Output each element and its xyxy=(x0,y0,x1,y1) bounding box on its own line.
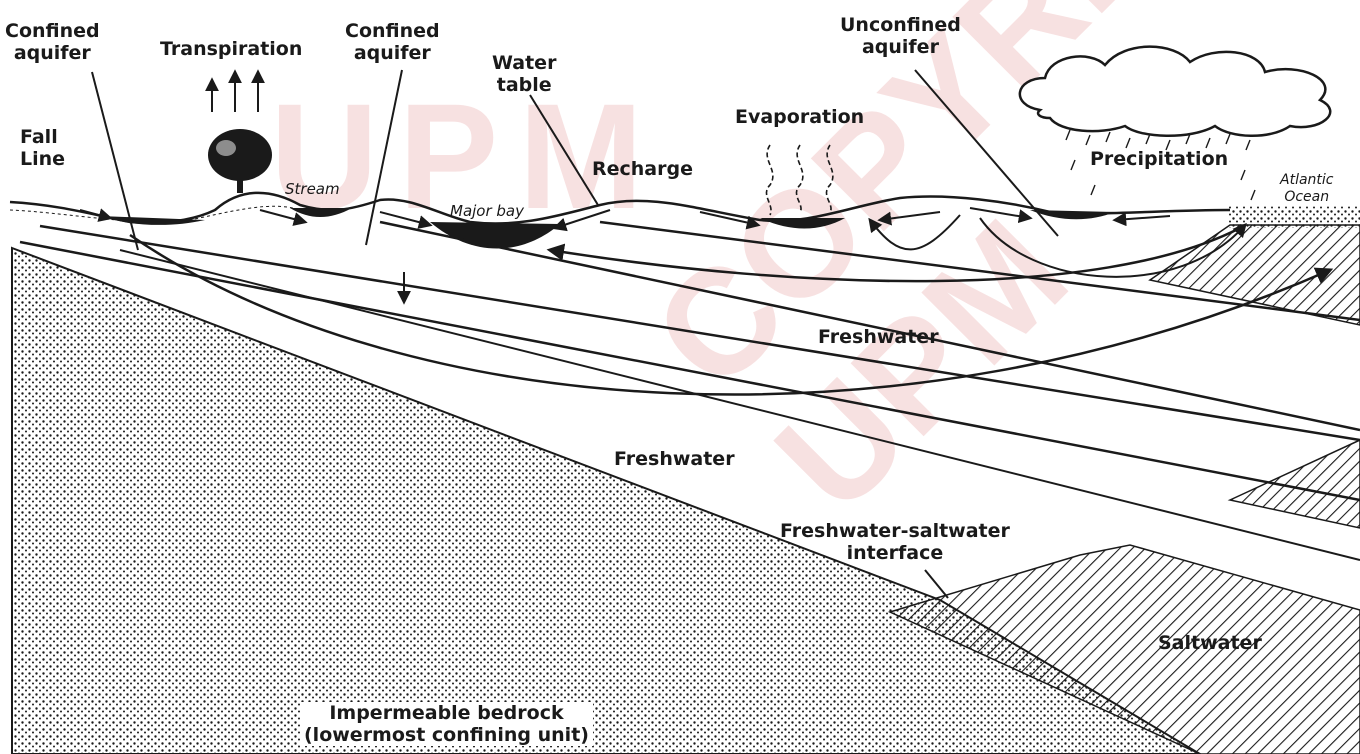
leader-confined-left xyxy=(92,72,138,250)
label-recharge: Recharge xyxy=(592,158,693,180)
label-freshwater-upper: Freshwater xyxy=(818,326,939,348)
flow-arrow-surface-7 xyxy=(970,208,1030,218)
label-transpiration: Transpiration xyxy=(160,38,302,60)
leader-confined-mid xyxy=(366,70,402,245)
label-precipitation: Precipitation xyxy=(1090,148,1228,170)
flow-arrow-surface-6 xyxy=(880,212,940,220)
label-impermeable-bedrock: Impermeable bedrock (lowermost confining… xyxy=(300,702,593,746)
stream-water-2 xyxy=(290,208,352,217)
label-evaporation: Evaporation xyxy=(735,106,864,128)
label-freshwater-saltwater-interface: Freshwater-saltwater interface xyxy=(780,520,1010,564)
evaporation-squiggle-1 xyxy=(766,145,772,215)
cloud-icon xyxy=(1020,47,1330,136)
label-major-bay: Major bay xyxy=(450,203,524,220)
evaporation-squiggle-3 xyxy=(826,145,832,212)
leader-interface xyxy=(925,570,948,598)
label-stream: Stream xyxy=(285,181,340,198)
label-water-table: Water table xyxy=(492,52,556,96)
flow-arrow-surface-4 xyxy=(555,210,610,228)
flow-arrow-surface-8 xyxy=(1115,216,1170,220)
pond-water xyxy=(760,218,845,229)
label-confined-aquifer-mid: Confined aquifer xyxy=(345,20,440,64)
label-atlantic-ocean: Atlantic Ocean xyxy=(1280,172,1333,206)
tree-icon xyxy=(208,129,272,193)
stream-water xyxy=(100,216,205,225)
flow-arrow-mid xyxy=(550,228,1240,281)
label-freshwater-lower: Freshwater xyxy=(614,448,735,470)
label-fall-line: Fall Line xyxy=(20,126,65,170)
label-confined-aquifer-left: Confined aquifer xyxy=(5,20,100,64)
label-saltwater: Saltwater xyxy=(1158,632,1262,654)
saltwater-wedge-top xyxy=(1150,225,1360,325)
evaporation-squiggle-2 xyxy=(796,145,802,212)
leader-water-table xyxy=(530,95,598,205)
label-unconfined-aquifer: Unconfined aquifer xyxy=(840,14,961,58)
saltwater-wedge-middle xyxy=(1230,440,1360,528)
land-surface xyxy=(10,193,1230,224)
ocean-surface xyxy=(1228,206,1360,228)
bedrock-region xyxy=(12,248,1200,754)
major-bay-water xyxy=(430,222,560,249)
